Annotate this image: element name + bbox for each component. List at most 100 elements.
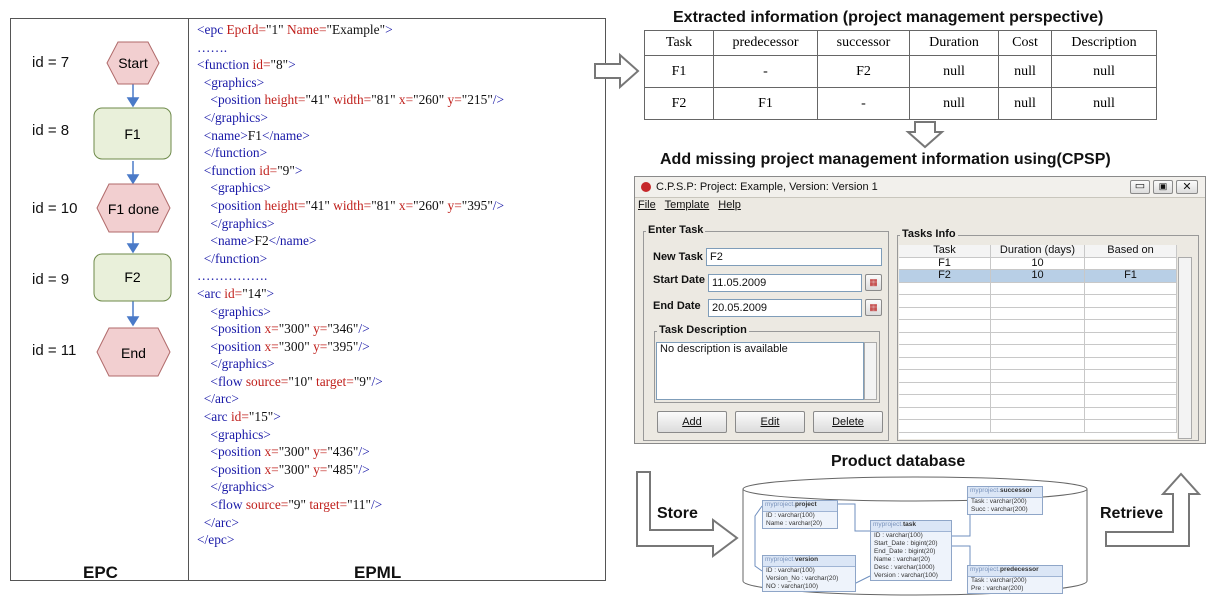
grid-cell[interactable] [899,407,991,420]
grid-cell[interactable]: 10 [991,257,1085,270]
grid-cell[interactable] [991,282,1085,295]
grid-cell[interactable]: 10 [991,270,1085,283]
epml-code-line: ……………. [197,267,504,285]
minimize-button[interactable]: ▭ [1130,180,1150,194]
add-button[interactable]: Add [657,411,727,433]
epml-token: height= [264,92,306,108]
task-description-textarea[interactable]: No description is available [656,342,864,400]
epml-token: <name> [197,233,255,249]
end-date-label: End Date [653,300,701,312]
maximize-button[interactable]: ▣ [1153,180,1173,194]
epml-token: /> [492,197,505,213]
grid-cell[interactable] [991,320,1085,333]
grid-cell[interactable] [1085,357,1177,370]
grid-cell[interactable]: F1 [899,257,991,270]
grid-cell[interactable] [991,345,1085,358]
grid-cell[interactable] [991,307,1085,320]
epml-token: /> [492,92,505,108]
epml-token: x= [398,92,414,108]
grid-cell[interactable] [991,407,1085,420]
grid-cell[interactable] [1085,382,1177,395]
epml-token: <graphics> [197,426,271,442]
table-cell: F1 [644,55,714,88]
grid-cell[interactable] [899,345,991,358]
grid-cell[interactable] [1085,345,1177,358]
grid-cell[interactable] [991,295,1085,308]
grid-cell[interactable] [1085,295,1177,308]
table-cell: - [817,87,910,120]
grid-cell[interactable] [1085,320,1177,333]
epml-token: > [266,285,275,301]
epml-token: /> [358,444,370,460]
menu-template[interactable]: Template [664,199,710,211]
epml-token: "9" [277,162,295,178]
grid-cell[interactable] [899,307,991,320]
grid-cell[interactable] [899,282,991,295]
right-arrow-icon [594,52,640,90]
grid-cell[interactable]: F1 [1085,270,1177,283]
grid-cell[interactable] [899,370,991,383]
cpsp-window: C.P.S.P: Project: Example, Version: Vers… [634,176,1206,444]
grid-cell[interactable] [1085,257,1177,270]
table-cell: null [909,87,999,120]
tasks-grid-scrollbar[interactable] [1178,257,1192,439]
epml-token: "300" [278,338,314,354]
grid-cell[interactable] [1085,370,1177,383]
epml-code-line: <position x="300" y="395"/> [197,338,504,356]
grid-cell[interactable] [899,395,991,408]
epml-token: "215" [461,92,493,108]
epml-token: "436" [327,444,359,460]
grid-cell[interactable] [899,295,991,308]
task-description-legend: Task Description [657,324,749,336]
grid-cell[interactable] [1085,332,1177,345]
menu-help[interactable]: Help [718,199,741,211]
close-button[interactable]: ✕ [1176,180,1198,194]
grid-cell[interactable] [1085,407,1177,420]
grid-cell[interactable] [991,382,1085,395]
grid-cell[interactable] [991,420,1085,433]
description-scrollbar[interactable] [864,342,877,400]
table-row: F2 F1 - null null null [644,87,1157,120]
end-date-input[interactable]: 20.05.2009 [708,299,862,317]
epml-token: x= [264,321,279,337]
epml-code-line: <position x="300" y="485"/> [197,461,504,479]
start-date-input[interactable]: 11.05.2009 [708,274,862,292]
delete-button[interactable]: Delete [813,411,883,433]
epc-label: EPC [83,563,118,582]
grid-cell[interactable]: F2 [899,270,991,283]
grid-cell[interactable] [991,370,1085,383]
panel-divider [188,18,189,581]
edit-button[interactable]: Edit [735,411,805,433]
grid-cell[interactable] [1085,307,1177,320]
grid-cell[interactable] [1085,282,1177,295]
grid-cell[interactable] [991,332,1085,345]
epml-token: <graphics> [197,303,271,319]
grid-header-cell: Based on [1085,245,1177,258]
epml-token: "346" [327,321,359,337]
grid-cell[interactable] [899,420,991,433]
grid-cell[interactable] [899,332,991,345]
grid-cell[interactable] [991,357,1085,370]
grid-cell[interactable] [1085,420,1177,433]
epml-token: y= [313,461,328,477]
grid-cell[interactable] [899,382,991,395]
grid-cell[interactable] [899,320,991,333]
grid-cell[interactable] [991,395,1085,408]
epc-id-label: id = 10 [32,200,78,217]
database-title: Product database [831,453,966,470]
epml-code-line: <position height="41" width="81" x="260"… [197,197,504,215]
menu-file[interactable]: File [638,199,656,211]
table-row: F1 - F2 null null null [644,55,1157,88]
grid-cell[interactable] [1085,395,1177,408]
grid-cell[interactable] [899,357,991,370]
db-column: ID : varchar(100) [766,512,815,519]
epml-token: id= [252,57,271,73]
calendar-icon[interactable]: ▦ [865,299,882,316]
calendar-icon[interactable]: ▦ [865,274,882,291]
new-task-input[interactable]: F2 [706,248,882,266]
store-arrow-icon [636,471,739,558]
epc-node-f1 [93,107,172,160]
epml-token: x= [398,197,414,213]
